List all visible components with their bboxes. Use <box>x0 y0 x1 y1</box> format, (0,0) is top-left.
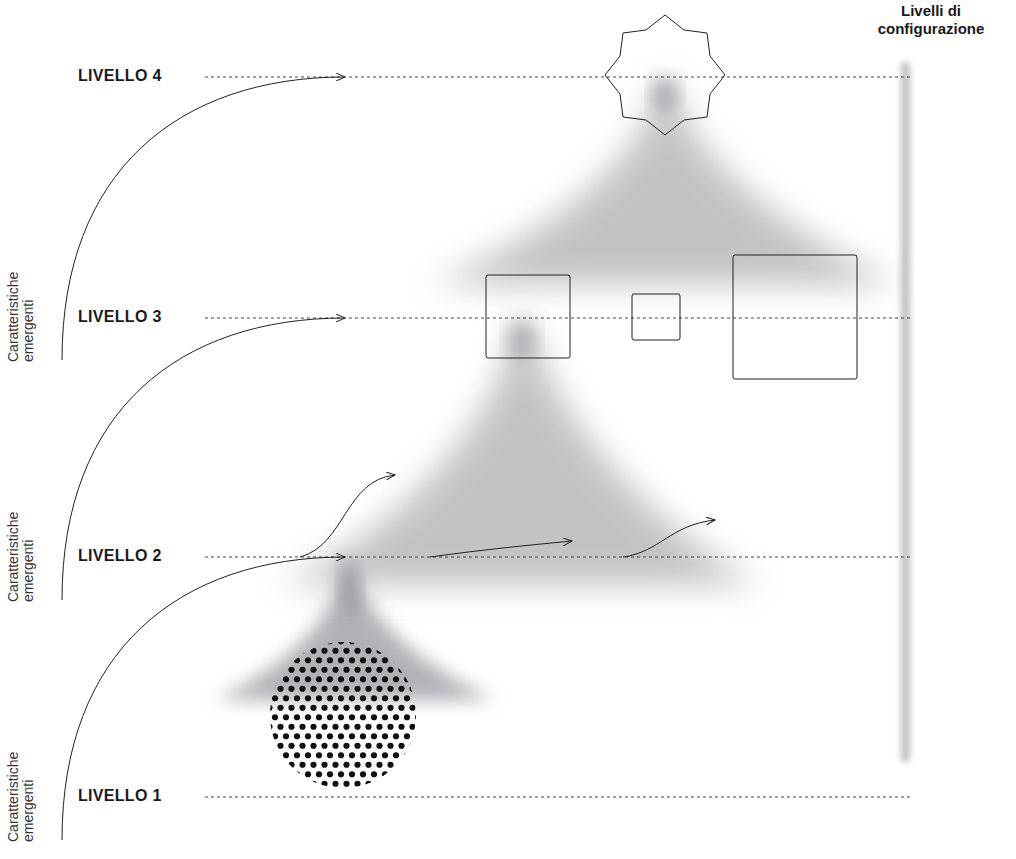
level-label: LIVELLO 1 <box>78 787 162 805</box>
emergence-note: Caratteristiche emergenti <box>6 497 36 602</box>
axis-heading: Livelli di configurazione <box>851 2 1011 38</box>
emergence-note: Caratteristiche emergenti <box>6 737 36 842</box>
emergence-arrows <box>62 77 715 840</box>
level-lines <box>205 77 910 797</box>
emergence-note: Caratteristiche emergenti <box>6 257 36 362</box>
eight-point-star <box>605 15 725 135</box>
level-label: LIVELLO 3 <box>78 308 162 326</box>
level-label: LIVELLO 2 <box>78 547 162 565</box>
configuration-bar <box>901 62 910 762</box>
particle-cluster <box>268 640 418 790</box>
emergence-cones <box>215 77 900 700</box>
level-label: LIVELLO 4 <box>78 67 162 85</box>
level-squares <box>486 255 857 379</box>
